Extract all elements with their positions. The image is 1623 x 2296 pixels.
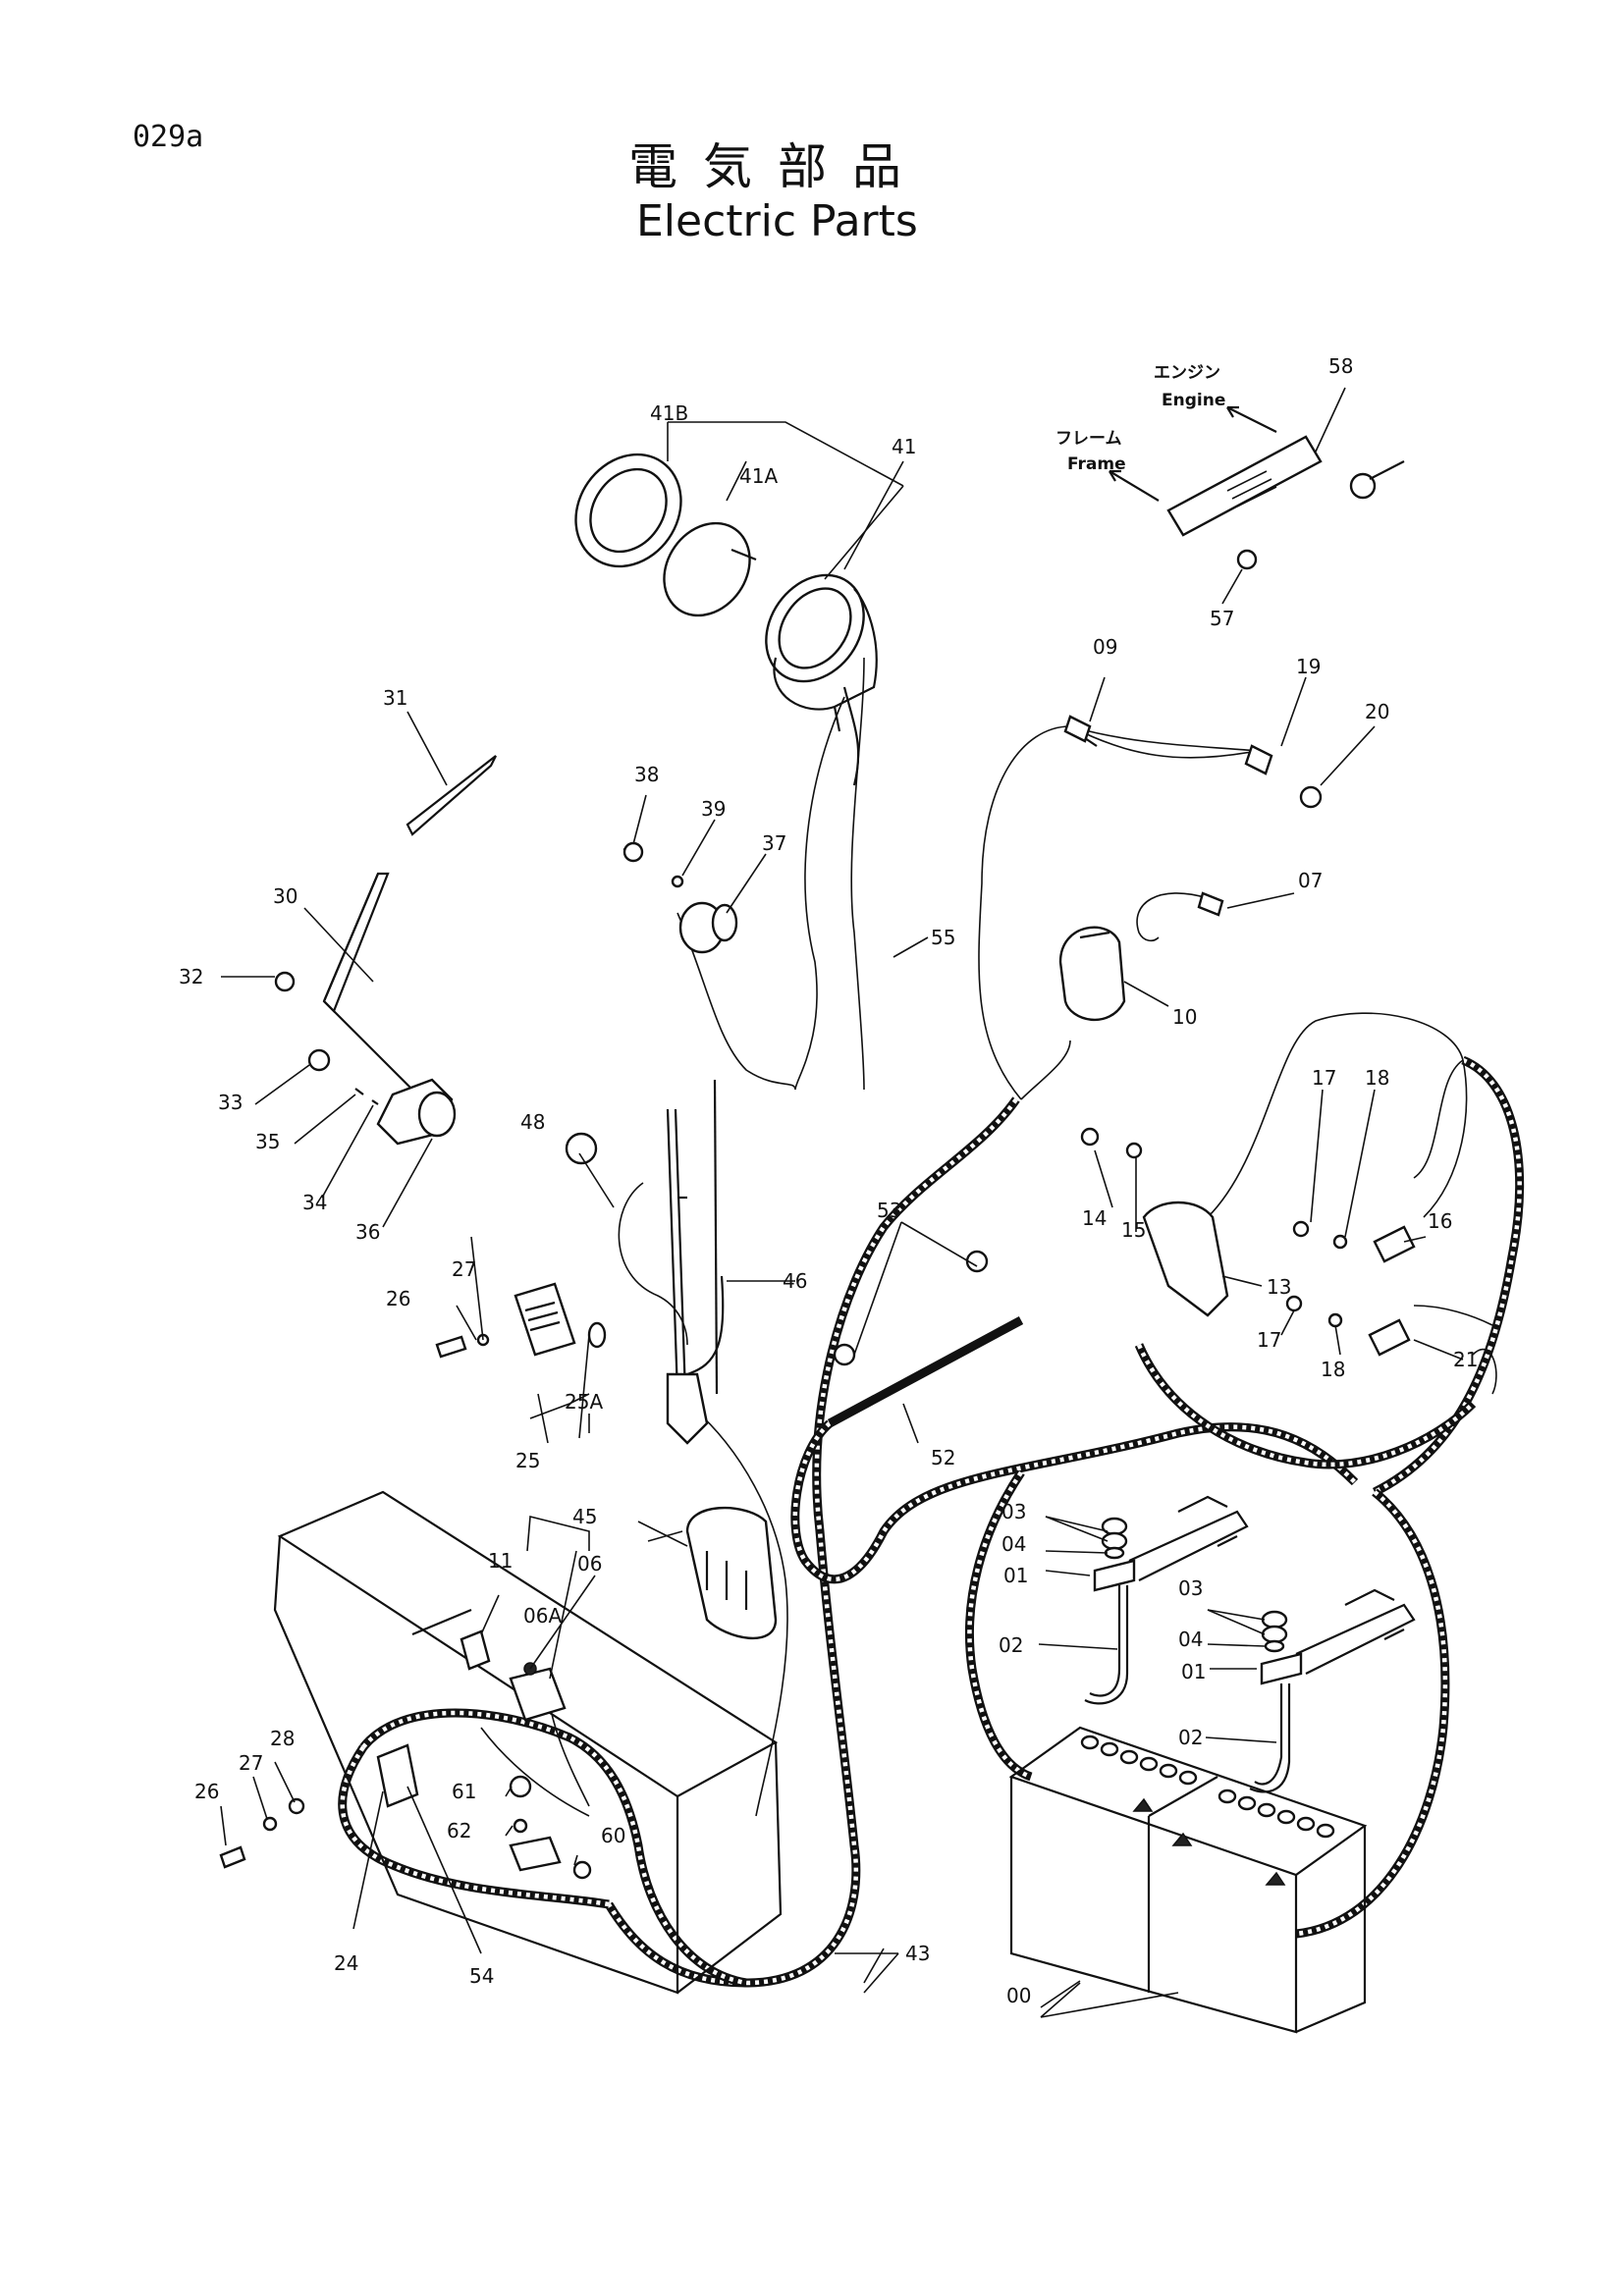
cable-tube xyxy=(827,1250,1024,1427)
callout-04-bottom: 04 xyxy=(1178,1628,1203,1651)
wiring-harness xyxy=(338,1055,1525,1988)
callout-32: 32 xyxy=(179,965,203,988)
module-60 xyxy=(509,1775,592,1880)
callout-15: 15 xyxy=(1121,1218,1146,1242)
callout-27-bottom: 27 xyxy=(239,1751,263,1775)
callout-labels: 41B 41A 41 31 30 32 33 35 34 36 38 39 37… xyxy=(179,354,1478,2007)
callout-02-top: 02 xyxy=(999,1633,1023,1657)
callout-33: 33 xyxy=(218,1091,243,1114)
cab-light xyxy=(435,1282,607,1359)
callout-19: 19 xyxy=(1296,655,1321,678)
wiper-assembly xyxy=(274,755,497,1146)
callout-57: 57 xyxy=(1210,607,1234,630)
batteries xyxy=(1008,1726,1368,2034)
battery-holders xyxy=(1084,1495,1416,1793)
callout-24: 24 xyxy=(334,1951,358,1975)
callout-36: 36 xyxy=(355,1220,380,1244)
title-japanese: 電気部品 xyxy=(628,138,927,195)
room-lamp xyxy=(622,841,738,954)
callout-13: 13 xyxy=(1267,1275,1291,1299)
label-frame-jp: フレーム xyxy=(1055,429,1122,449)
callout-39: 39 xyxy=(701,797,726,821)
callout-31: 31 xyxy=(383,686,407,710)
antenna xyxy=(666,1079,725,1445)
callout-21: 21 xyxy=(1453,1348,1478,1371)
callout-46: 46 xyxy=(783,1269,807,1293)
callout-25A: 25A xyxy=(565,1390,603,1414)
callout-58: 58 xyxy=(1328,354,1353,378)
callout-16: 16 xyxy=(1428,1209,1452,1233)
sensors xyxy=(1063,715,1323,917)
callout-26-top: 26 xyxy=(386,1287,410,1310)
label-engine-jp: エンジン xyxy=(1154,363,1220,383)
callout-14: 14 xyxy=(1082,1206,1107,1230)
callout-01-top: 01 xyxy=(1003,1564,1028,1587)
relays-13-16-21 xyxy=(1080,1127,1416,1357)
callout-48: 48 xyxy=(520,1110,545,1134)
callout-38: 38 xyxy=(634,763,659,786)
callout-52: 52 xyxy=(931,1446,955,1469)
callout-62: 62 xyxy=(447,1819,471,1842)
horn xyxy=(1058,926,1126,1021)
title-english: Electric Parts xyxy=(636,196,918,246)
callout-17-top: 17 xyxy=(1312,1066,1336,1090)
callout-61: 61 xyxy=(452,1780,476,1803)
callout-37: 37 xyxy=(762,831,786,855)
callout-25: 25 xyxy=(515,1449,540,1472)
callout-41B: 41B xyxy=(650,401,688,425)
callout-26-bottom: 26 xyxy=(194,1780,219,1803)
ground-strap xyxy=(1166,435,1405,570)
callout-60: 60 xyxy=(601,1824,625,1847)
callout-18-bottom: 18 xyxy=(1321,1358,1345,1381)
work-lamp xyxy=(574,453,878,786)
label-engine-en: Engine xyxy=(1162,391,1225,410)
battery-caps xyxy=(1080,1735,1335,1886)
callout-03-bottom: 03 xyxy=(1178,1576,1203,1600)
direction-arrows xyxy=(1109,405,1277,502)
callout-17-bottom: 17 xyxy=(1257,1328,1281,1352)
callout-11: 11 xyxy=(488,1549,513,1573)
callout-45: 45 xyxy=(572,1505,597,1528)
callout-41A: 41A xyxy=(739,464,778,488)
page-code: 029a xyxy=(133,120,204,154)
callout-07: 07 xyxy=(1298,869,1323,892)
callout-54: 54 xyxy=(469,1964,494,1988)
switches xyxy=(460,1629,567,1722)
label-frame-en: Frame xyxy=(1067,454,1126,474)
callout-00: 00 xyxy=(1006,1984,1031,2007)
lamp-45 xyxy=(685,1506,778,1640)
callout-02-bottom: 02 xyxy=(1178,1726,1203,1749)
callout-10: 10 xyxy=(1172,1005,1197,1029)
callout-06: 06 xyxy=(577,1552,602,1575)
callout-53: 53 xyxy=(877,1199,901,1222)
callout-09: 09 xyxy=(1093,635,1117,659)
callout-30: 30 xyxy=(273,884,298,908)
callout-55: 55 xyxy=(931,926,955,949)
callout-28: 28 xyxy=(270,1727,295,1750)
callout-34: 34 xyxy=(302,1191,327,1214)
callout-20: 20 xyxy=(1365,700,1389,723)
relay xyxy=(219,1743,419,1869)
speaker xyxy=(565,1132,598,1165)
callout-06A: 06A xyxy=(523,1604,562,1628)
callout-04-top: 04 xyxy=(1001,1532,1026,1556)
callout-03-top: 03 xyxy=(1001,1500,1026,1523)
callout-01-bottom: 01 xyxy=(1181,1660,1206,1683)
callout-41: 41 xyxy=(892,435,916,458)
callout-43: 43 xyxy=(905,1942,930,1965)
leader-lines xyxy=(220,387,1464,2018)
callout-35: 35 xyxy=(255,1130,280,1153)
callout-27-top: 27 xyxy=(452,1257,476,1281)
callout-18-top: 18 xyxy=(1365,1066,1389,1090)
